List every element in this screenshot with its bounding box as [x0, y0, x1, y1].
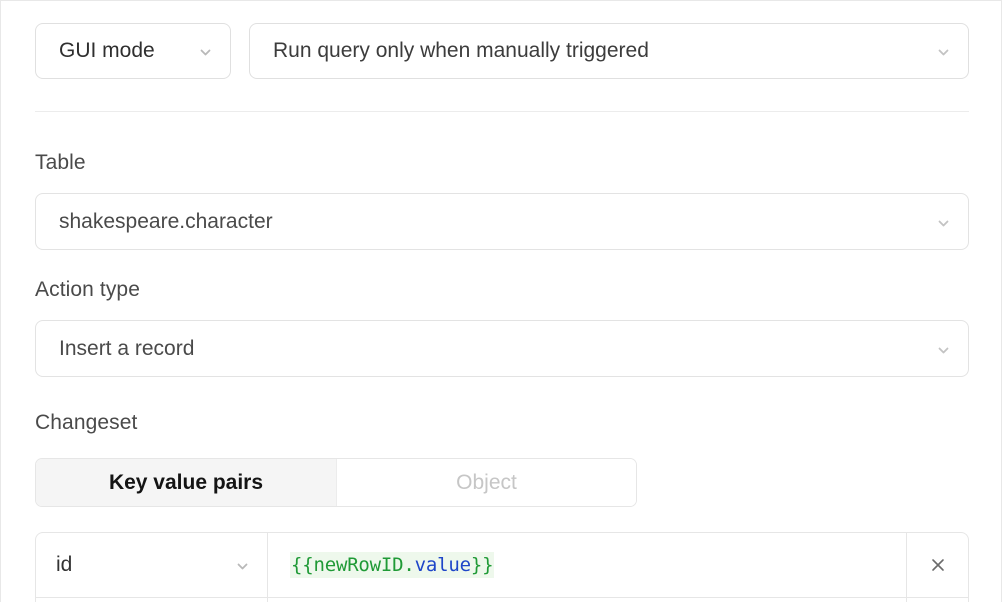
run-trigger-select[interactable]: Run query only when manually triggered	[249, 23, 969, 79]
table-label: Table	[35, 151, 86, 174]
tab-key-value-pairs[interactable]: Key value pairs	[36, 459, 336, 506]
tab-key-value-pairs-label: Key value pairs	[108, 470, 264, 494]
tab-object-label: Object	[456, 470, 517, 494]
remove-changeset-row-button[interactable]	[906, 533, 968, 597]
changeset-mode-toggle: Key value pairs Object	[35, 458, 637, 507]
chevron-down-icon	[199, 46, 212, 59]
code-token-property: value	[414, 553, 471, 576]
run-trigger-value: Run query only when manually triggered	[273, 39, 649, 62]
changeset-key-select[interactable]: id	[36, 533, 268, 597]
changeset-value-code: {{newRowID.value}}	[290, 551, 495, 579]
close-icon	[929, 556, 947, 574]
action-type-select[interactable]: Insert a record	[35, 320, 969, 377]
action-type-value: Insert a record	[59, 336, 195, 360]
table-select[interactable]: shakespeare.character	[35, 193, 969, 250]
gui-mode-value: GUI mode	[59, 39, 155, 62]
changeset-rows: id {{newRowID.value}}	[35, 532, 969, 602]
changeset-row	[35, 598, 969, 602]
section-divider	[35, 111, 969, 112]
changeset-key-value: id	[56, 553, 73, 576]
chevron-down-icon	[236, 560, 249, 573]
code-token-close: }}	[470, 553, 494, 576]
changeset-row-separator	[35, 597, 969, 598]
gui-mode-select[interactable]: GUI mode	[35, 23, 231, 79]
editor-mode-row: GUI mode	[35, 23, 231, 79]
code-token-open: {{newRowID.	[291, 553, 415, 576]
chevron-down-icon	[937, 344, 950, 357]
chevron-down-icon	[937, 217, 950, 230]
changeset-value-input[interactable]: {{newRowID.value}}	[268, 533, 906, 597]
changeset-row: id {{newRowID.value}}	[35, 532, 969, 597]
remove-changeset-row-button[interactable]	[906, 598, 968, 602]
changeset-label: Changeset	[35, 411, 138, 434]
changeset-key-select[interactable]	[36, 598, 268, 602]
tab-object[interactable]: Object	[336, 459, 636, 506]
table-select-value: shakespeare.character	[59, 209, 273, 233]
chevron-down-icon	[937, 46, 950, 59]
changeset-value-input[interactable]	[268, 598, 906, 602]
action-type-label: Action type	[35, 278, 140, 301]
